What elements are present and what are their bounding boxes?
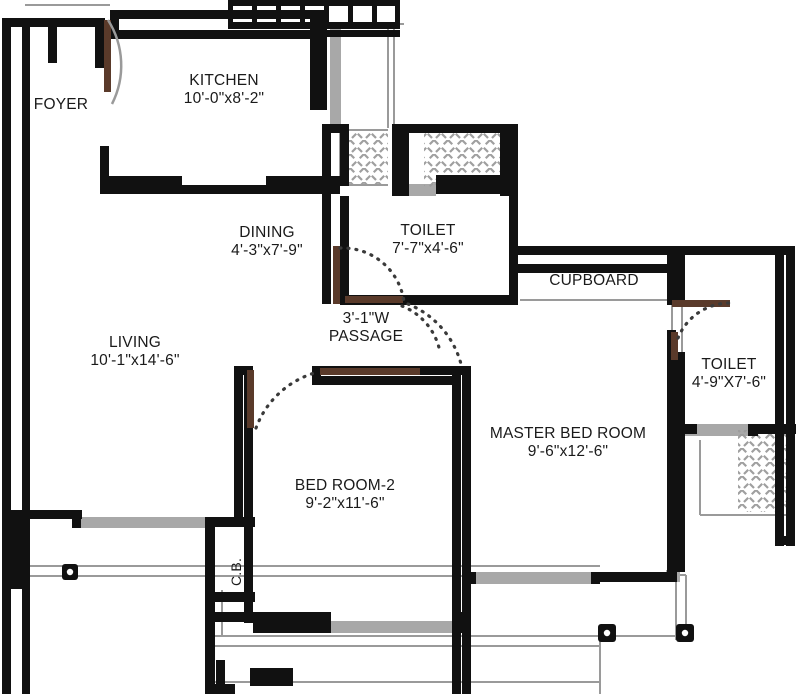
room-label-kitchen: KITCHEN 10'-0"x8'-2": [184, 72, 265, 109]
annotation-cupboard: CUPBOARD: [549, 272, 638, 290]
dimension-markers: [62, 564, 694, 642]
room-label-foyer: FOYER: [34, 96, 88, 114]
room-label-toilet-2: TOILET 4'-9"X7'-6": [692, 356, 766, 393]
room-label-dining: DINING 4'-3"x7'-9": [231, 224, 303, 261]
room-name: LIVING: [108, 334, 162, 351]
room-label-living: LIVING 10'-1"x14'-6": [90, 334, 179, 371]
room-name: MASTER BED ROOM: [489, 425, 647, 442]
gray-opening-fills: [76, 24, 748, 633]
room-label-master-bed-room: MASTER BED ROOM 9'-6"x12'-6": [490, 425, 646, 462]
room-dimensions: 10'-1"x14'-6": [90, 352, 180, 370]
passage-width: 3'-1"W: [342, 310, 390, 327]
passage-label: PASSAGE: [328, 328, 404, 346]
room-label-toilet-1: TOILET 7'-7"x4'-6": [392, 222, 464, 259]
room-dimensions: 9'-2"x11'-6": [305, 495, 385, 513]
room-name: FOYER: [33, 96, 89, 113]
room-name: KITCHEN: [189, 72, 259, 89]
room-dimensions: 10'-0"x8'-2": [183, 90, 265, 108]
annotation-passage: 3'-1"W PASSAGE: [329, 310, 403, 347]
room-name: TOILET: [400, 222, 456, 239]
annotation-cb: C.B.: [228, 558, 245, 586]
room-name: TOILET: [701, 356, 757, 373]
door-swing-arcs: [106, 19, 733, 430]
cupboard-label: CUPBOARD: [549, 272, 639, 289]
room-dimensions: 4'-9"X7'-6": [691, 374, 767, 392]
room-name: BED ROOM-2: [294, 477, 396, 494]
room-dimensions: 4'-3"x7'-9": [231, 242, 303, 260]
room-name: DINING: [239, 224, 295, 241]
cb-label: C.B.: [228, 557, 244, 586]
room-dimensions: 7'-7"x4'-6": [392, 240, 464, 258]
door-leaves: [104, 20, 730, 428]
room-dimensions: 9'-6"x12'-6": [527, 443, 609, 461]
room-label-bed-room-2: BED ROOM-2 9'-2"x11'-6": [295, 477, 395, 514]
